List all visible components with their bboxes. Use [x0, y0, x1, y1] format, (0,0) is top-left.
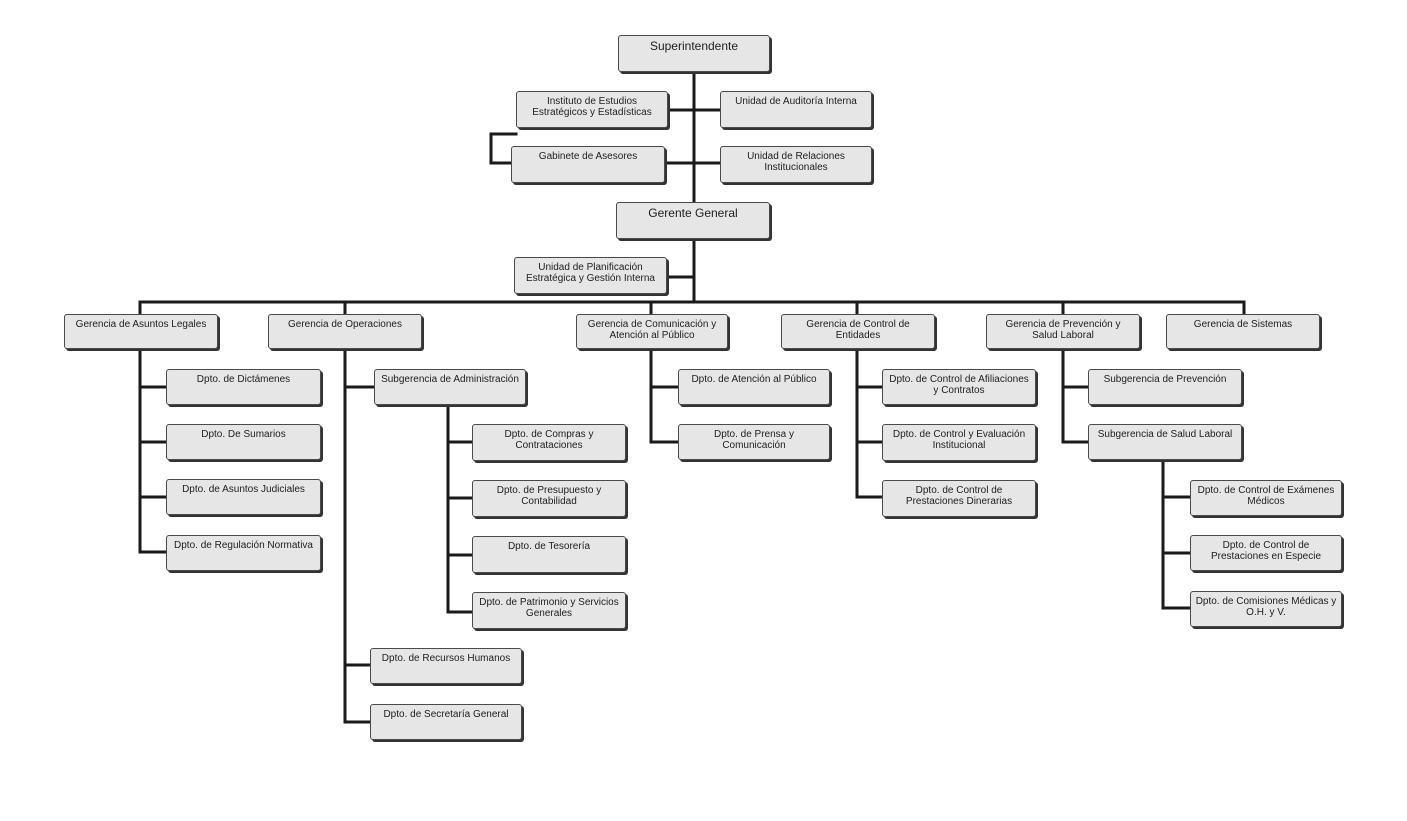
box-dpto-prensa: Dpto. de Prensa y Comunicación: [678, 424, 830, 460]
box-relaciones-institucionales: Unidad de Relaciones Institucionales: [720, 146, 872, 183]
box-gerencia-prevencion-salud: Gerencia de Prevención y Salud Laboral: [986, 314, 1140, 349]
box-dpto-patrimonio: Dpto. de Patrimonio y Servicios Generale…: [472, 592, 626, 629]
box-subgerencia-salud-laboral: Subgerencia de Salud Laboral: [1088, 424, 1242, 460]
box-dpto-control-afiliaciones: Dpto. de Control de Afiliaciones y Contr…: [882, 369, 1036, 405]
box-dpto-comisiones-medicas: Dpto. de Comisiones Médicas y O.H. y V.: [1190, 591, 1342, 627]
box-dpto-sumarios: Dpto. De Sumarios: [166, 424, 321, 460]
box-auditoria-interna: Unidad de Auditoría Interna: [720, 91, 872, 128]
box-dpto-atencion-publico: Dpto. de Atención al Público: [678, 369, 830, 405]
box-dpto-recursos-humanos: Dpto. de Recursos Humanos: [370, 648, 522, 684]
box-gabinete-asesores: Gabinete de Asesores: [511, 146, 665, 183]
box-gerencia-control-entidades: Gerencia de Control de Entidades: [781, 314, 935, 349]
box-dpto-control-evaluacion: Dpto. de Control y Evaluación Institucio…: [882, 424, 1036, 461]
box-gerencia-comunicacion: Gerencia de Comunicación y Atención al P…: [576, 314, 728, 349]
box-subgerencia-prevencion: Subgerencia de Prevención: [1088, 369, 1242, 405]
box-dpto-dictamenes: Dpto. de Dictámenes: [166, 369, 321, 405]
box-gerente-general: Gerente General: [616, 202, 770, 239]
box-subgerencia-administracion: Subgerencia de Administración: [374, 369, 526, 405]
box-gerencia-sistemas: Gerencia de Sistemas: [1166, 314, 1320, 349]
box-dpto-regulacion-normativa: Dpto. de Regulación Normativa: [166, 535, 321, 571]
box-dpto-asuntos-judiciales: Dpto. de Asuntos Judiciales: [166, 479, 321, 515]
box-dpto-prestaciones-especie: Dpto. de Control de Prestaciones en Espe…: [1190, 535, 1342, 571]
box-dpto-presupuesto: Dpto. de Presupuesto y Contabilidad: [472, 480, 626, 517]
box-dpto-prestaciones-dinerarias: Dpto. de Control de Prestaciones Dinerar…: [882, 480, 1036, 517]
box-dpto-examenes-medicos: Dpto. de Control de Exámenes Médicos: [1190, 480, 1342, 516]
box-dpto-compras: Dpto. de Compras y Contrataciones: [472, 424, 626, 461]
box-dpto-secretaria-general: Dpto. de Secretaría General: [370, 704, 522, 740]
box-planificacion-estrategica: Unidad de Planificación Estratégica y Ge…: [514, 257, 667, 294]
box-gerencia-operaciones: Gerencia de Operaciones: [268, 314, 422, 349]
box-dpto-tesoreria: Dpto. de Tesorería: [472, 536, 626, 573]
box-gerencia-asuntos-legales: Gerencia de Asuntos Legales: [64, 314, 218, 349]
box-superintendente: Superintendente: [618, 35, 770, 72]
box-instituto-estudios: Instituto de Estudios Estratégicos y Est…: [516, 91, 668, 128]
